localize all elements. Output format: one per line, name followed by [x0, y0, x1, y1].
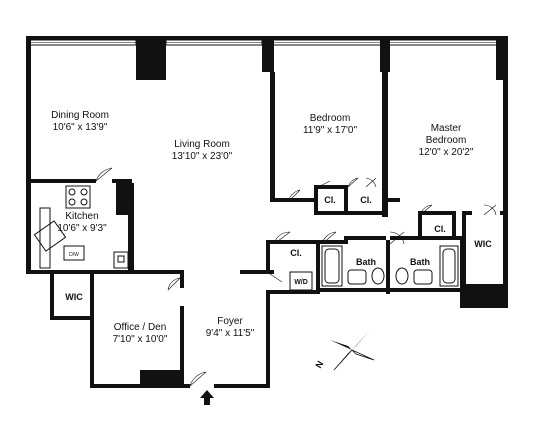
entrance-arrow-icon — [200, 390, 214, 405]
kitchen-name: Kitchen — [65, 211, 98, 222]
bedroom-dims: 11'9" x 17'0" — [303, 125, 358, 136]
living-room-name: Living Room — [174, 139, 230, 150]
kitchen-fixtures — [33, 185, 129, 269]
bath-left-label: Bath — [356, 257, 376, 267]
office-den-name: Office / Den — [114, 322, 167, 333]
washer-dryer-label: W/D — [294, 279, 308, 286]
kitchen-dims: 10'6" x 9'3" — [57, 223, 107, 234]
compass-rose-icon — [330, 330, 375, 371]
wic-left-label: WIC — [65, 292, 83, 302]
dining-room-dims: 10'6" x 13'9" — [53, 122, 108, 133]
wic-right-label: WIC — [474, 239, 492, 249]
walls — [26, 36, 508, 388]
dining-room-name: Dining Room — [51, 110, 109, 121]
bath-fixtures — [289, 245, 459, 291]
closet-hall-label: Cl. — [290, 248, 302, 258]
closet-master-label: Cl. — [434, 224, 446, 234]
master-bedroom-name-line2: Bedroom — [426, 135, 467, 146]
closet-bedroom-2-label: Cl. — [360, 195, 372, 205]
closet-bedroom-1-label: Cl. — [324, 195, 336, 205]
door-swings — [95, 167, 497, 387]
living-room-dims: 13'10" x 23'0" — [172, 151, 233, 162]
foyer-dims: 9'4" x 11'5" — [206, 328, 255, 339]
compass-north-label: N — [313, 359, 325, 370]
bedroom-name: Bedroom — [310, 113, 351, 124]
foyer-name: Foyer — [217, 316, 243, 327]
dishwasher-label: D/W — [69, 252, 79, 258]
bath-right-label: Bath — [410, 257, 430, 267]
office-den-dims: 7'10" x 10'0" — [113, 334, 168, 345]
master-bedroom-name-line1: Master — [431, 123, 462, 134]
master-bedroom-dims: 12'0" x 20'2" — [419, 147, 474, 158]
